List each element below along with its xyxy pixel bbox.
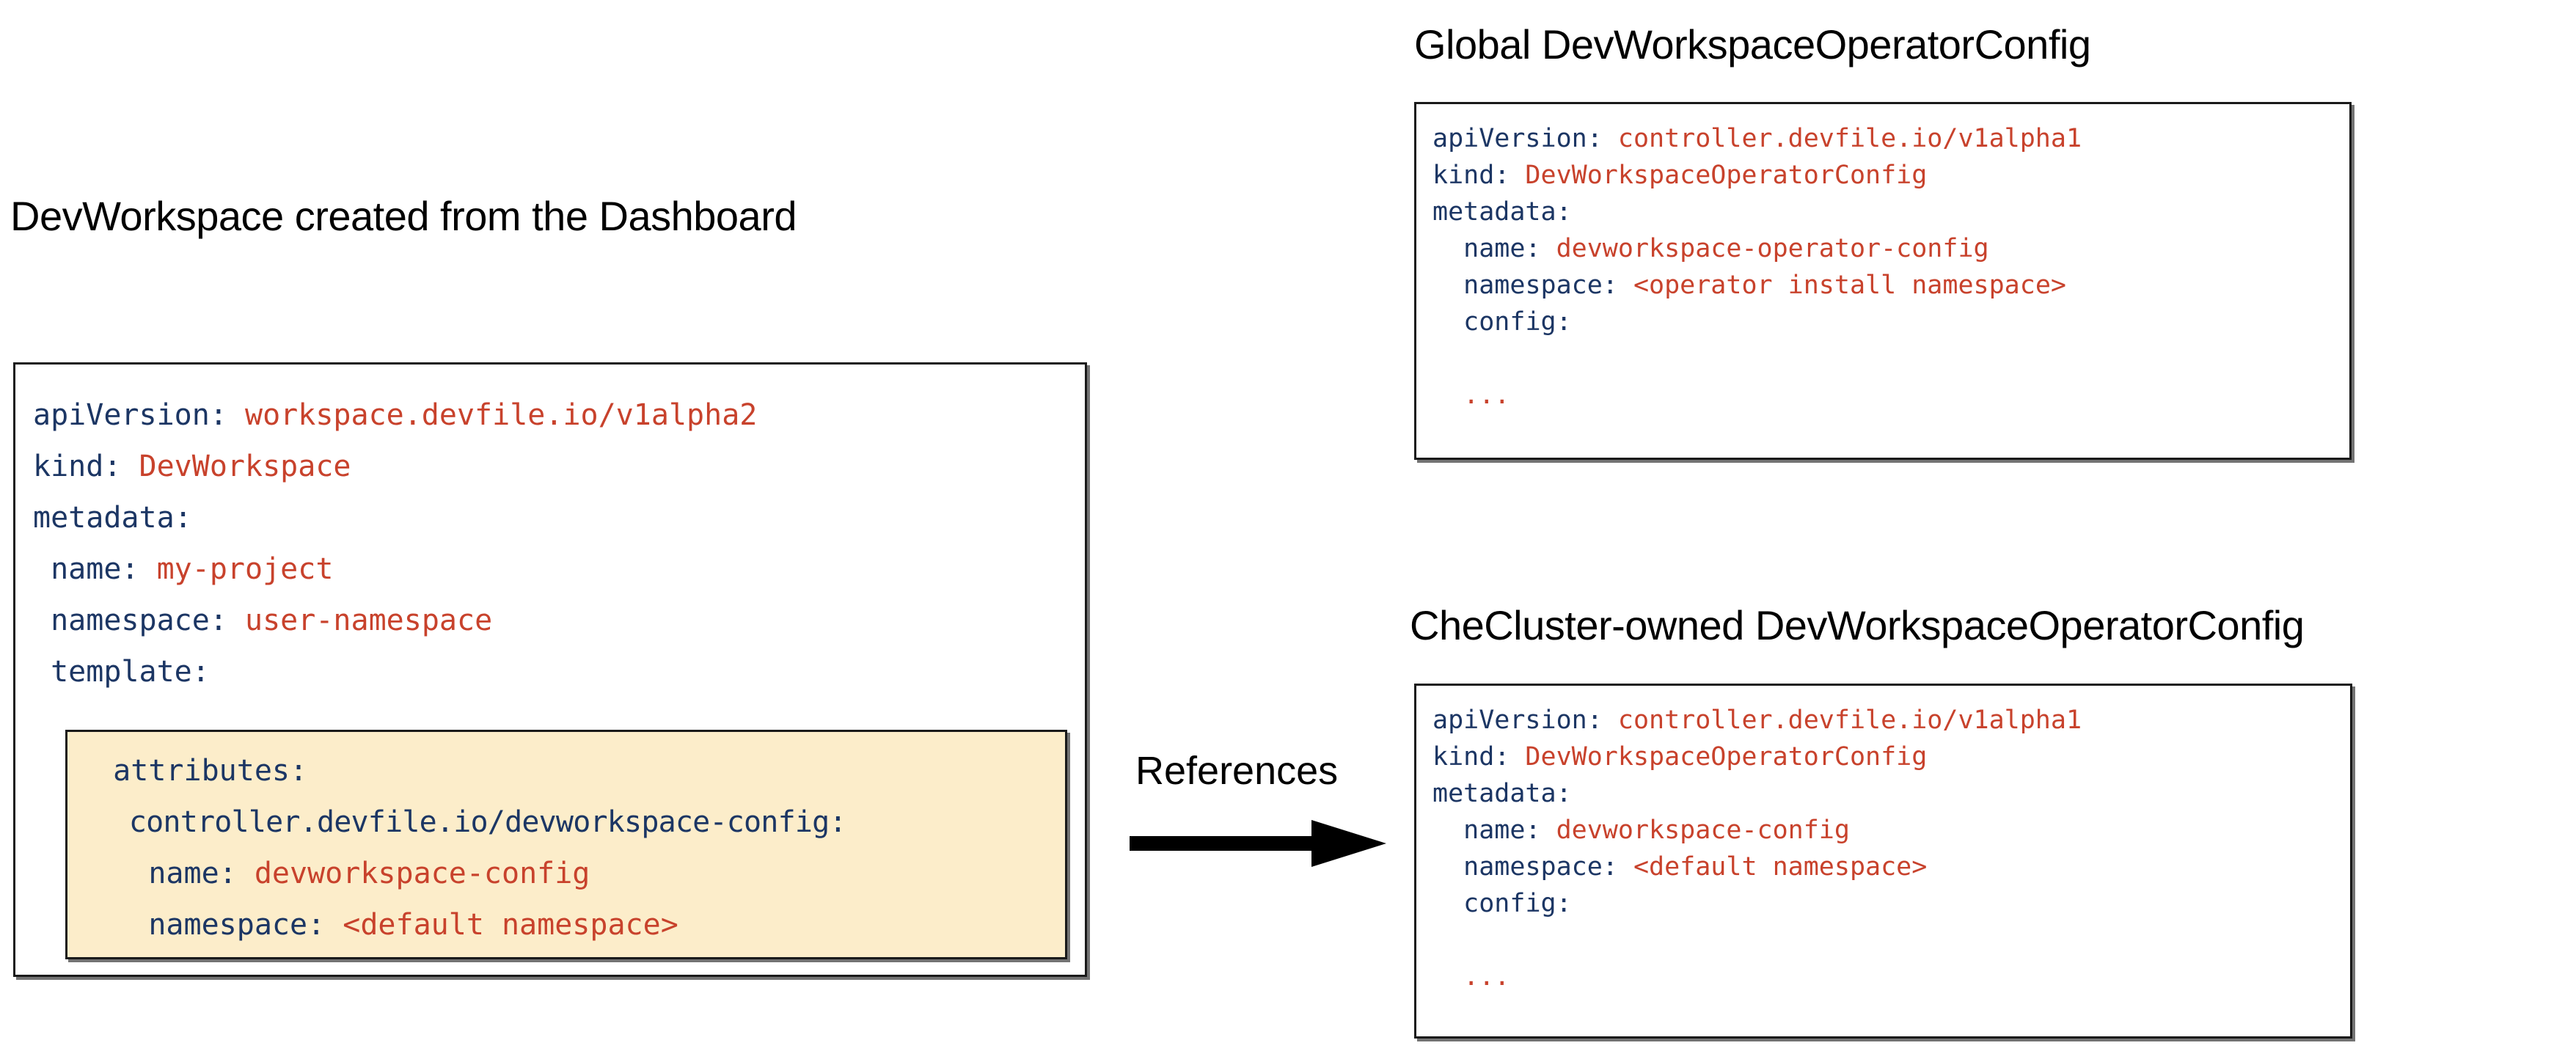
code-key: template: — [51, 655, 210, 689]
code-line: name: devworkspace-config — [1432, 812, 2082, 849]
code-key: namespace: — [1463, 271, 1618, 300]
code-value: DevWorkspaceOperatorConfig — [1510, 161, 1928, 190]
code-key: metadata: — [33, 501, 192, 535]
code-line: config: — [1432, 304, 2082, 340]
code-key: metadata: — [1432, 779, 1572, 808]
code-key: name: — [1463, 234, 1541, 263]
code-line: apiVersion: controller.devfile.io/v1alph… — [1432, 120, 2082, 157]
code-line: apiVersion: controller.devfile.io/v1alph… — [1432, 702, 2082, 739]
code-key: attributes: — [113, 754, 308, 788]
code-key: apiVersion: — [1432, 124, 1603, 153]
code-value: devworkspace-config — [1540, 816, 1850, 845]
code-key: config: — [1463, 889, 1572, 918]
code-line: ... — [1432, 959, 2082, 995]
code-value: controller.devfile.io/v1alpha1 — [1602, 706, 2082, 735]
code-key: kind: — [1432, 161, 1510, 190]
code-value: ... — [1463, 381, 1510, 410]
code-value: controller.devfile.io/v1alpha1 — [1602, 124, 2082, 153]
code-key: name: — [51, 552, 139, 586]
code-key: config: — [1463, 307, 1572, 337]
code-value: <operator install namespace> — [1617, 271, 2066, 300]
code-key: controller.devfile.io/devworkspace-confi… — [128, 805, 847, 839]
code-value: <default namespace> — [325, 908, 678, 942]
references-label: References — [1135, 749, 1339, 793]
code-value: ... — [1463, 962, 1510, 992]
code-line: name: devworkspace-config — [78, 848, 846, 899]
checluster-dwoc-yaml-box: apiVersion: controller.devfile.io/v1alph… — [1414, 684, 2352, 1039]
code-value: DevWorkspaceOperatorConfig — [1510, 742, 1928, 772]
code-value: devworkspace-operator-config — [1540, 234, 1989, 263]
code-line: name: devworkspace-operator-config — [1432, 230, 2082, 267]
code-line: apiVersion: workspace.devfile.io/v1alpha… — [33, 389, 757, 441]
code-key: kind: — [33, 450, 122, 483]
references-arrow-group: References — [1130, 748, 1394, 880]
code-value: user-namespace — [227, 604, 493, 637]
code-value: my-project — [139, 552, 334, 586]
code-line: namespace: <default namespace> — [78, 899, 846, 951]
devworkspace-config-attribute-code: attributes: controller.devfile.io/devwor… — [78, 745, 846, 951]
code-key: namespace: — [51, 604, 227, 637]
code-line — [1432, 922, 2082, 959]
code-key: apiVersion: — [1432, 706, 1603, 735]
code-line: kind: DevWorkspaceOperatorConfig — [1432, 157, 2082, 194]
code-line — [1432, 340, 2082, 377]
code-line: kind: DevWorkspaceOperatorConfig — [1432, 739, 2082, 775]
code-line: namespace: <operator install namespace> — [1432, 267, 2082, 304]
code-key: metadata: — [1432, 197, 1572, 227]
code-line: attributes: — [78, 745, 846, 796]
code-value: DevWorkspace — [121, 450, 351, 483]
devworkspace-yaml-code: apiVersion: workspace.devfile.io/v1alpha… — [33, 389, 757, 697]
left-box-title: DevWorkspace created from the Dashboard — [10, 193, 797, 239]
devworkspace-config-attribute-highlight: attributes: controller.devfile.io/devwor… — [65, 730, 1067, 959]
bottom-right-box-title: CheCluster-owned DevWorkspaceOperatorCon… — [1410, 602, 2305, 648]
code-value: workspace.devfile.io/v1alpha2 — [227, 398, 758, 432]
code-value: devworkspace-config — [236, 857, 590, 890]
code-line: metadata: — [1432, 775, 2082, 812]
code-line: namespace: <default namespace> — [1432, 849, 2082, 885]
code-line: ... — [1432, 377, 2082, 414]
devworkspace-yaml-box: apiVersion: workspace.devfile.io/v1alpha… — [13, 362, 1087, 977]
checluster-dwoc-yaml-code: apiVersion: controller.devfile.io/v1alph… — [1432, 702, 2082, 995]
code-value: <default namespace> — [1617, 852, 1928, 882]
global-dwoc-yaml-code: apiVersion: controller.devfile.io/v1alph… — [1432, 120, 2082, 414]
code-line: template: — [33, 646, 757, 697]
code-line: name: my-project — [33, 543, 757, 595]
arrow-right-icon — [1130, 820, 1386, 867]
code-line: config: — [1432, 885, 2082, 922]
code-key: name: — [1463, 816, 1541, 845]
code-key: namespace: — [1463, 852, 1618, 882]
code-line: metadata: — [1432, 194, 2082, 230]
code-key: kind: — [1432, 742, 1510, 772]
code-line: controller.devfile.io/devworkspace-confi… — [78, 796, 847, 848]
global-dwoc-yaml-box: apiVersion: controller.devfile.io/v1alph… — [1414, 102, 2352, 460]
code-key: namespace: — [148, 908, 326, 942]
code-key: apiVersion: — [33, 398, 227, 432]
code-key: name: — [148, 857, 237, 890]
code-line: kind: DevWorkspace — [33, 441, 757, 492]
top-right-box-title: Global DevWorkspaceOperatorConfig — [1414, 21, 2091, 67]
code-line: metadata: — [33, 492, 757, 543]
code-line: namespace: user-namespace — [33, 595, 757, 646]
